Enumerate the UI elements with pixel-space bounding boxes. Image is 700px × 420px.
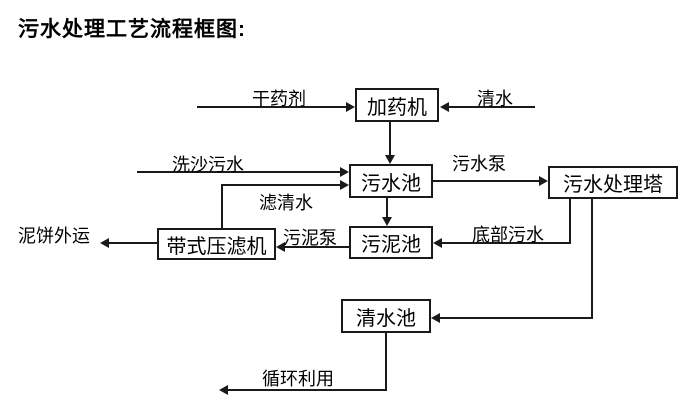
arrowhead-down-icon	[385, 155, 395, 164]
edge-recycling-line	[228, 389, 387, 391]
edge-recycling-label: 循环利用	[262, 369, 334, 389]
edge-filtered-water-label: 滤清水	[259, 193, 313, 213]
node-sewage-pool: 污水池	[349, 164, 433, 198]
edge-dry-agent-line	[197, 106, 347, 108]
edge-dry-agent-label: 干药剂	[252, 89, 306, 109]
arrowhead-down-icon	[382, 217, 392, 226]
edge-filtered-water-riser	[221, 185, 223, 229]
node-dosing-machine: 加药机	[355, 88, 439, 122]
edge-recycling-riser	[385, 333, 387, 391]
node-sludge-pool: 污泥池	[349, 226, 433, 259]
edge-sand-washing-label: 洗沙污水	[172, 155, 244, 175]
arrowhead-right-icon	[340, 167, 349, 177]
edge-sewage-pump-line	[433, 180, 539, 182]
node-clean-water-pool: 清水池	[341, 299, 431, 333]
arrowhead-left-icon	[100, 238, 109, 248]
edge-sludge-pump-line	[285, 246, 349, 248]
arrowhead-left-icon	[219, 385, 228, 395]
arrowhead-right-icon	[340, 180, 349, 190]
node-belt-filter-press: 带式压滤机	[157, 228, 276, 260]
arrowhead-left-icon	[276, 242, 285, 252]
edge-sewage-to-sludge-line	[386, 198, 388, 217]
edge-bottom-sewage-riser	[569, 198, 571, 244]
arrowhead-left-icon	[433, 238, 442, 248]
arrowhead-right-icon	[346, 102, 355, 112]
edge-tower-to-clean-line	[440, 317, 593, 319]
edge-bottom-sewage-label: 底部污水	[472, 225, 544, 245]
arrowhead-right-icon	[539, 176, 548, 186]
edge-clean-water-line	[449, 106, 535, 108]
edge-sewage-pump-label: 污水泵	[452, 154, 506, 174]
node-treatment-tower: 污水处理塔	[548, 166, 678, 199]
edge-tower-to-clean-riser	[591, 198, 593, 319]
edge-mud-cake-line	[109, 242, 157, 244]
edge-sludge-pump-label: 污泥泵	[283, 228, 337, 248]
arrowhead-left-icon	[440, 102, 449, 112]
edge-mud-cake-label: 泥饼外运	[18, 226, 90, 246]
edge-filtered-water-line	[221, 184, 341, 186]
edge-sand-washing-line	[137, 171, 341, 173]
edge-bottom-sewage-line	[442, 242, 571, 244]
edge-clean-water-label: 清水	[477, 89, 513, 109]
edge-dosing-to-sewage-line	[389, 122, 391, 155]
diagram-title: 污水处理工艺流程框图:	[18, 18, 246, 41]
arrowhead-left-icon	[431, 313, 440, 323]
